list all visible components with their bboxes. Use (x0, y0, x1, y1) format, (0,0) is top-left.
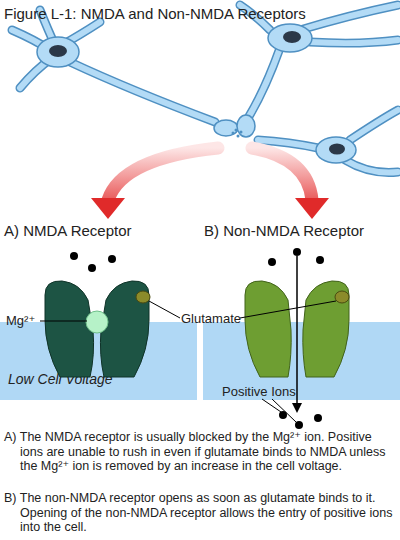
zoom-arrow (108, 148, 218, 200)
non-nmda-receptor (303, 281, 349, 377)
neuron-outline (345, 160, 398, 173)
panel-heading: A) NMDA Receptor (4, 222, 199, 239)
non-nmda-receptor (245, 281, 291, 377)
positive-ion (268, 248, 324, 429)
neuron-process (70, 62, 215, 122)
neuron-outline (350, 110, 398, 140)
neuron-body (214, 120, 238, 136)
synapse-vesicle (235, 129, 238, 132)
explanation-text: B) The non-NMDA receptor opens as soon a… (4, 491, 396, 535)
figure-title: Figure L-1: NMDA and Non-NMDA Receptors (4, 5, 396, 22)
molecule-label: Glutamate (181, 311, 251, 326)
neuron-body (37, 37, 79, 67)
zoom-arrow (91, 198, 125, 219)
neuron-body (237, 115, 255, 137)
positive-ion (70, 252, 116, 272)
synapse-vesicle (232, 132, 235, 135)
ion-label: Mg²⁺ (6, 313, 46, 328)
positive-ion (108, 255, 116, 263)
magnesium-ion (86, 311, 108, 333)
leader-line (40, 321, 87, 322)
ion-flow-arrow (292, 403, 302, 413)
nmda-receptor (100, 281, 149, 377)
synapse-vesicle (232, 129, 243, 138)
neuron-body (316, 137, 356, 163)
nmda-receptor (45, 281, 149, 377)
leader-line (149, 301, 180, 318)
leader-line (240, 301, 336, 318)
zoom-arrow (252, 148, 312, 200)
ion-label: Positive Ions (222, 384, 302, 399)
cell-nucleus (283, 31, 301, 43)
zoom-arrow (295, 198, 329, 219)
neuron-process (300, 5, 398, 30)
neuron-process (345, 160, 398, 173)
neuron-process (248, 48, 280, 118)
positive-ion (293, 248, 301, 256)
neuron-body (37, 24, 356, 163)
neuron-body (268, 24, 312, 52)
neuron-outline (248, 48, 280, 118)
membrane-band (203, 322, 400, 400)
node-text: Low Cell Voltage (8, 371, 188, 387)
neuron-outline (310, 40, 398, 43)
cell-nucleus (49, 31, 345, 155)
synapse-vesicle (240, 131, 243, 134)
nmda-receptor (45, 281, 94, 377)
neuron-process (350, 110, 398, 140)
positive-ion (295, 421, 303, 429)
neuron-outline (70, 62, 215, 122)
positive-ion (316, 256, 324, 264)
glutamate-molecule (136, 291, 150, 303)
zoom-arrow (91, 148, 329, 219)
cell-nucleus (49, 45, 67, 57)
glutamate-molecule (335, 291, 349, 303)
neuron-process (310, 40, 398, 43)
positive-ion (314, 414, 322, 422)
positive-ion (268, 258, 276, 266)
panel-heading: B) Non-NMDA Receptor (204, 222, 399, 239)
explanation-text: A) The NMDA receptor is usually blocked … (4, 430, 396, 474)
synapse-vesicle (237, 135, 240, 138)
cell-nucleus (329, 144, 345, 155)
membrane-band: Low Cell Voltage (0, 322, 197, 400)
positive-ion (88, 264, 96, 272)
positive-ion (70, 252, 78, 260)
ion-flow-arrow (296, 256, 298, 404)
neuron-outline (300, 5, 398, 30)
leader-line (272, 399, 296, 422)
leader-line (40, 301, 336, 422)
